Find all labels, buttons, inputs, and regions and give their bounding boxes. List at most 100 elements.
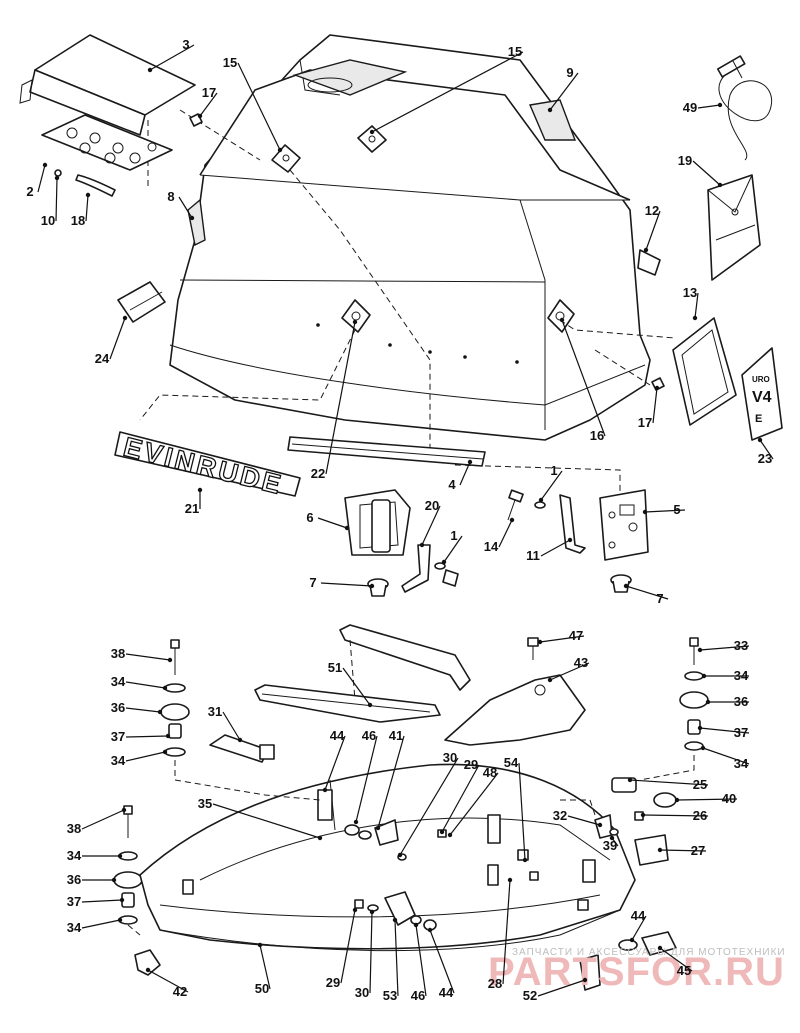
callout-label-c5: 5 (673, 502, 680, 517)
callout-leader-c1a (540, 470, 563, 501)
callout-leader-c38a (125, 653, 171, 661)
callout-arrow-c29a (439, 829, 445, 835)
callout-arrow-c4 (467, 459, 473, 465)
callout-label-c33: 33 (734, 638, 748, 653)
callout-label-c52: 52 (523, 988, 537, 1003)
lower-hardware (134, 777, 677, 991)
callout-label-c15b: 15 (508, 44, 522, 59)
washer-1-mid (434, 562, 446, 570)
callout-label-c18: 18 (71, 213, 85, 228)
callout-label-c42: 42 (173, 984, 187, 999)
callout-arrow-c6 (344, 525, 350, 531)
callout-leader-c13 (694, 292, 699, 319)
callout-arrow-c46b (413, 922, 419, 928)
callout-leader-c35 (212, 803, 321, 839)
callout-label-c34e: 34 (67, 848, 82, 863)
callout-arrow-c44c (427, 927, 433, 933)
callout-arrow-c44b (629, 937, 635, 943)
callout-leader-c2 (37, 164, 46, 193)
callout-arrow-c36b (705, 699, 711, 705)
callout-arrow-c20 (419, 542, 425, 548)
callout-arrow-c34b (162, 749, 168, 755)
callout-leader-c45 (659, 947, 693, 972)
callout-arrow-c16 (559, 317, 565, 323)
callout-label-c10: 10 (41, 213, 55, 228)
callout-label-c37c: 37 (67, 894, 81, 909)
callout-leader-c27 (659, 849, 707, 852)
callout-label-c32: 32 (553, 808, 567, 823)
callout-arrow-c1a (538, 497, 544, 503)
intake-cover-3 (19, 34, 196, 136)
callout-arrow-c52 (582, 977, 588, 983)
callout-leader-c24 (109, 317, 126, 360)
callout-leader-c11 (540, 539, 571, 557)
callout-arrow-c19 (717, 182, 723, 188)
callout-arrow-c22 (352, 319, 358, 325)
callout-arrow-c33 (697, 647, 703, 653)
callout-label-c1a: 1 (550, 463, 557, 478)
screw-47 (527, 637, 539, 660)
callout-leader-c9 (549, 72, 579, 111)
callout-leader-c3 (149, 44, 195, 71)
handle-51 (254, 624, 471, 723)
clip-11 (559, 494, 586, 554)
callout-arrow-c39 (609, 835, 615, 841)
callout-arrow-c40 (674, 797, 680, 803)
callout-leader-c46b (415, 924, 427, 997)
callout-label-c37a: 37 (111, 729, 125, 744)
callout-arrow-c29b (352, 907, 358, 913)
nameplate-brand-text: EVINRUDE (121, 432, 287, 501)
callout-label-c40: 40 (722, 791, 736, 806)
callout-arrow-c18 (85, 192, 91, 198)
callout-arrow-c36c (111, 877, 117, 883)
lower-motor-cover-50 (139, 763, 636, 952)
callout-label-c48: 48 (483, 765, 497, 780)
upper-motor-cover (169, 34, 661, 441)
callout-leader-c34d (702, 747, 750, 765)
callout-leader-c17a (199, 92, 218, 117)
callout-arrow-c15b (369, 129, 375, 135)
decal-23: URO V4 E (741, 347, 783, 441)
callout-arrow-c37a (165, 733, 171, 739)
callout-leader-c10 (55, 177, 58, 222)
callout-label-c27: 27 (691, 843, 705, 858)
callout-arrow-c11 (567, 537, 573, 543)
callout-leader-c47 (539, 635, 585, 643)
callout-label-c26: 26 (693, 808, 707, 823)
grommet-7-right (610, 574, 632, 593)
callout-arrow-c5 (642, 509, 648, 515)
callout-label-c43: 43 (574, 655, 588, 670)
callout-leader-c41 (377, 735, 405, 829)
callout-label-c41: 41 (389, 728, 403, 743)
callout-leader-c38b (81, 809, 125, 830)
callout-label-c36c: 36 (67, 872, 81, 887)
callout-leader-c25 (629, 779, 709, 786)
callout-leader-c29a (441, 764, 480, 833)
trim-strip-4 (287, 436, 486, 467)
decal-bottom-text: E (755, 413, 762, 425)
callout-arrow-c28 (507, 877, 513, 883)
callout-label-c44b: 44 (631, 908, 646, 923)
callout-arrow-c37b (697, 725, 703, 731)
callout-arrow-c13 (692, 315, 698, 321)
screw-17-right (651, 377, 665, 391)
pouch-19 (707, 174, 761, 281)
callout-label-c39: 39 (603, 838, 617, 853)
callout-label-c17b: 17 (638, 415, 652, 430)
window-13 (672, 317, 737, 426)
callout-leader-c42 (147, 969, 189, 993)
callout-leader-c37b (699, 727, 750, 734)
callout-leader-c15a (237, 62, 281, 151)
callout-arrow-c26 (640, 812, 646, 818)
callout-arrow-c43 (547, 677, 553, 683)
watermark: ЗАПЧАСТИ И АКСЕССУАРЫ ДЛЯ МОТОТЕХНИКИ PA… (488, 947, 785, 994)
callout-arrow-c54 (522, 857, 528, 863)
callout-leader-c22 (325, 321, 356, 475)
callout-arrow-c49 (717, 102, 723, 108)
callout-leader-c16 (561, 319, 606, 437)
callout-leader-c12 (645, 210, 661, 251)
callout-arrow-c7b (623, 583, 629, 589)
callout-label-c35: 35 (198, 796, 212, 811)
callout-arrow-c36a (157, 709, 163, 715)
mount-stack-left-upper (160, 639, 190, 757)
